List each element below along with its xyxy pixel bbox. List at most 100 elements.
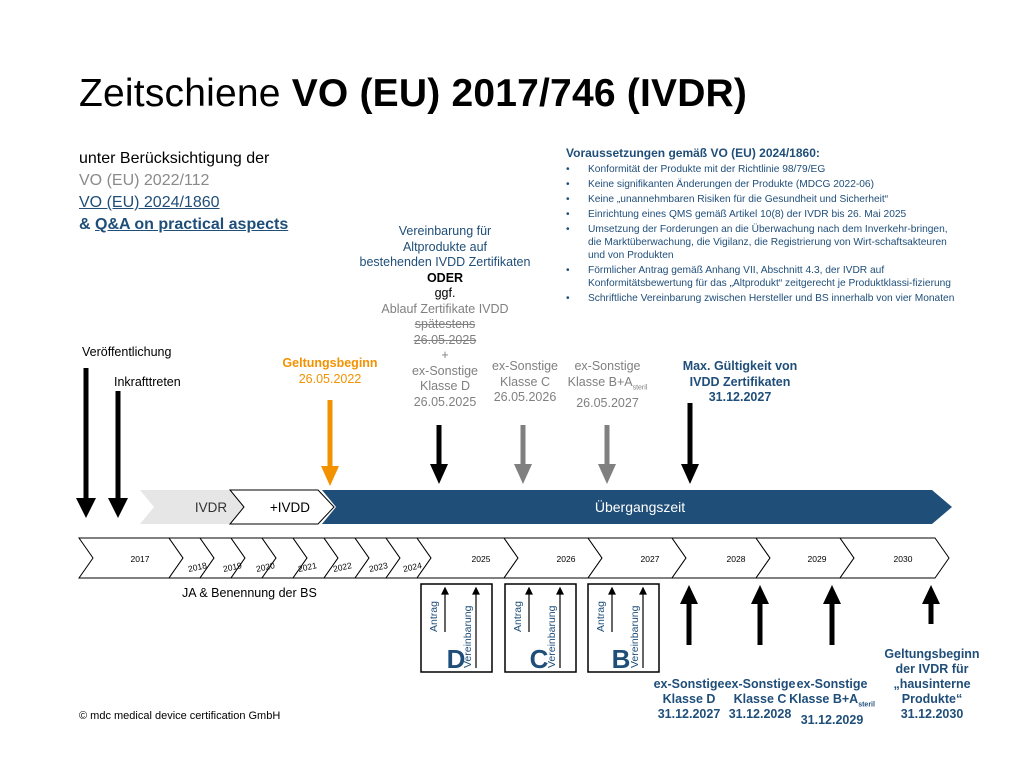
year-label: 2019 — [222, 560, 243, 574]
consider-line2: VO (EU) 2022/112 — [79, 172, 210, 189]
plus-label: + — [441, 348, 449, 362]
entry-label: Inkrafttreten — [114, 375, 181, 389]
considerations-block: unter Berücksichtigung der VO (EU) 2022/… — [79, 148, 288, 236]
application-start-arrowhead — [321, 466, 339, 486]
bottom-h-line4: Produkte“ — [901, 692, 963, 706]
agreement-line1: Vereinbarung für — [398, 224, 492, 238]
max-line1: Max. Gültigkeit von — [682, 359, 798, 373]
bottom-h-line3: „hausinterne — [893, 677, 971, 691]
bottom-h-line1: Geltungsbeginn — [884, 647, 980, 661]
exc-line1: ex-Sonstige — [491, 359, 558, 373]
requirements-block: Voraussetzungen gemäß VO (EU) 2024/1860:… — [566, 147, 956, 307]
bottom-c-date: 31.12.2028 — [728, 707, 792, 721]
application-start-title: Geltungsbeginn — [282, 356, 378, 370]
bottom-d-line2: Klasse D — [662, 692, 716, 706]
exb-label: ex-Sonstige Klasse B+Asteril 26.05.2027 — [560, 359, 655, 411]
max-date: 31.12.2027 — [708, 390, 772, 404]
year-label: 2021 — [297, 560, 318, 574]
exb-date: 26.05.2027 — [576, 395, 639, 410]
box-d-vereinbarung: Vereinbarung — [462, 605, 474, 668]
ja-label: JA & Benennung der BS — [182, 586, 317, 600]
year-label: 2023 — [368, 560, 389, 574]
ivdd-segment — [228, 489, 335, 525]
bottom-c-line1: ex-Sonstige — [724, 677, 796, 691]
box-d — [420, 583, 493, 673]
box-b — [587, 583, 660, 673]
year-label: 2025 — [472, 554, 491, 564]
ivdr-segment — [140, 490, 252, 524]
year-chevrons — [78, 537, 950, 579]
max-validity-label: Max. Gültigkeit von IVDD Zertifikaten 31… — [670, 359, 810, 406]
requirement-item: Förmlicher Antrag gemäß Anhang VII, Absc… — [566, 264, 956, 290]
oder-label: ODER — [426, 270, 464, 285]
bar-ivdr-label: IVDR — [195, 500, 228, 515]
box-d-letter: D — [447, 644, 466, 674]
class-c-arrowhead — [514, 464, 532, 484]
exc-line2: Klasse C — [499, 374, 551, 389]
consider-line1: unter Berücksichtigung der — [79, 150, 270, 167]
requirement-item: Schriftliche Vereinbarung zwischen Herst… — [566, 292, 956, 305]
requirement-item: Einrichtung eines QMS gemäß Artikel 10(8… — [566, 208, 956, 221]
bottom-c-label: ex-Sonstige Klasse C 31.12.2028 — [700, 677, 820, 722]
bottom-d-label: ex-Sonstige Klasse D 31.12.2027 — [629, 677, 749, 722]
bottom-b-sub: steril — [858, 701, 875, 709]
transition-bar — [322, 490, 952, 524]
class-d-arrowhead — [430, 464, 448, 484]
box-c-letter: C — [530, 644, 549, 674]
box-c-vereinbarung: Vereinbarung — [546, 605, 558, 668]
bottom-h-date: 31.12.2030 — [900, 707, 964, 721]
requirements-list: Konformität der Produkte mit der Richtli… — [566, 163, 956, 305]
latest-date: 26.05.2025 — [413, 332, 477, 347]
requirements-heading: Voraussetzungen gemäß VO (EU) 2024/1860: — [566, 146, 820, 160]
requirement-item: Keine „unannehmbaren Risiken für die Ges… — [566, 193, 956, 206]
box-b-antrag: Antrag — [595, 601, 607, 632]
link-vo-2024-1860[interactable]: VO (EU) 2024/1860 — [79, 194, 220, 211]
box-b-vereinbarung: Vereinbarung — [629, 605, 641, 668]
requirement-item: Umsetzung der Forderungen an die Überwac… — [566, 223, 956, 262]
box-d-antrag: Antrag — [428, 601, 440, 632]
agreement-line3: bestehenden IVDD Zertifikaten — [359, 255, 531, 269]
expiry-label: Ablauf Zertifikate IVDD — [381, 301, 509, 316]
agreement-line2: Altprodukte auf — [402, 239, 488, 254]
bottom-b-line2: Klasse B+A — [789, 692, 859, 706]
bottom-d-date: 31.12.2027 — [657, 707, 721, 721]
box-c — [504, 583, 577, 673]
page-title: Zeitschiene VO (EU) 2017/746 (IVDR) — [79, 72, 747, 116]
exb-line2: Klasse B+A — [567, 374, 633, 389]
latest-label: spätestens — [414, 317, 476, 331]
exd-line2: Klasse D — [419, 379, 471, 393]
box-c-antrag: Antrag — [512, 601, 524, 632]
link-qa-practical-aspects[interactable]: Q&A on practical aspects — [95, 216, 289, 233]
application-start-date: 26.05.2022 — [298, 371, 362, 386]
ggf-label: ggf. — [434, 286, 456, 300]
bottom-inhouse-label: Geltungsbeginn der IVDR für „hausinterne… — [872, 647, 992, 722]
bar-transition-label: Übergangszeit — [595, 498, 685, 515]
consider-amp: & — [79, 216, 95, 233]
exc-label: ex-Sonstige Klasse C 26.05.2026 — [480, 359, 570, 406]
title-prefix: Zeitschiene — [79, 72, 292, 115]
box-b-letter: B — [612, 644, 631, 674]
requirement-item: Keine signifikanten Änderungen der Produ… — [566, 178, 956, 191]
title-bold: VO (EU) 2017/746 (IVDR) — [291, 72, 748, 115]
year-label: 2028 — [727, 554, 746, 564]
year-label: 2029 — [808, 554, 827, 564]
bottom-d-line1: ex-Sonstige — [653, 677, 725, 691]
exc-date: 26.05.2026 — [493, 390, 557, 404]
year-label: 2017 — [131, 554, 150, 564]
class-b-arrowhead — [598, 464, 616, 484]
year-label: 2026 — [557, 554, 576, 564]
year-label: 2030 — [894, 554, 913, 564]
max-validity-arrowhead — [681, 464, 699, 484]
bottom-b-label: ex-Sonstige Klasse B+Asteril 31.12.2029 — [772, 677, 892, 728]
max-line2: IVDD Zertifikaten — [689, 374, 791, 389]
year-label: 2018 — [187, 560, 208, 574]
publication-label: Veröffentlichung — [82, 345, 172, 359]
exd-line1: ex-Sonstige — [411, 363, 478, 378]
requirement-item: Konformität der Produkte mit der Richtli… — [566, 163, 956, 176]
bottom-h-line2: der IVDR für — [895, 662, 969, 676]
year-label: 2027 — [641, 554, 660, 564]
application-start-label: Geltungsbeginn 26.05.2022 — [270, 356, 390, 387]
copyright-text: © mdc medical device certification GmbH — [79, 710, 281, 722]
bottom-b-line1: ex-Sonstige — [796, 677, 868, 691]
